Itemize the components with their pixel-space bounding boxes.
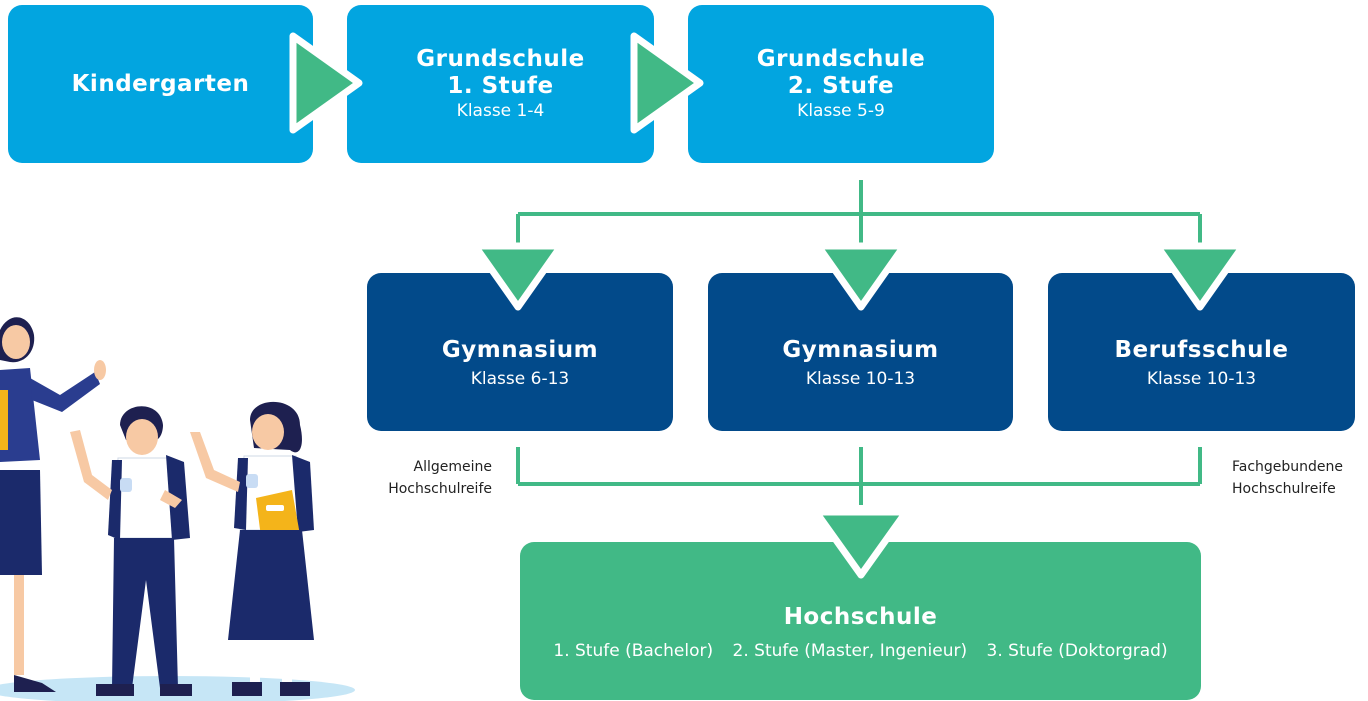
box-grundschule-1: Grundschule 1. Stufe Klasse 1-4: [347, 5, 654, 163]
box-subtitle: Klasse 10-13: [805, 369, 916, 389]
box-kindergarten: Kindergarten: [8, 5, 313, 163]
box-title-line1: Grundschule: [756, 46, 926, 72]
arrow-down-icon: [812, 508, 910, 579]
box-grundschule-2: Grundschule 2. Stufe Klasse 5-9: [688, 5, 994, 163]
note-fachgebundene-hochschulreife: Fachgebundene Hochschulreife: [1232, 456, 1364, 500]
box-subtitle: Klasse 1-4: [456, 101, 545, 121]
box-title-line1: Grundschule: [416, 46, 585, 72]
arrow-right-icon: [289, 32, 363, 134]
teacher-figure: [0, 317, 106, 692]
girl-figure: [190, 401, 314, 696]
box-title: Gymnasium: [782, 337, 939, 363]
note-line: Hochschulreife: [1232, 481, 1336, 497]
box-title: Gymnasium: [441, 337, 599, 363]
note-line: Fachgebundene: [1232, 459, 1344, 475]
boy-figure: [70, 406, 192, 696]
box-subtitle: Klasse 5-9: [797, 101, 885, 121]
box-title: Kindergarten: [71, 70, 250, 97]
box-subtitle: Klasse 6-13: [470, 369, 570, 389]
stage-doktorgrad: 3. Stufe (Doktorgrad): [986, 640, 1168, 661]
box-title: Berufsschule: [1114, 337, 1289, 363]
box-title-line2: 2. Stufe: [787, 73, 895, 99]
note-line: Hochschulreife: [388, 481, 492, 497]
box-title-line2: 1. Stufe: [447, 73, 554, 99]
hochschule-stages: 1. Stufe (Bachelor) 2. Stufe (Master, In…: [546, 640, 1174, 662]
stage-bachelor: 1. Stufe (Bachelor): [553, 640, 714, 661]
box-subtitle: Klasse 10-13: [1146, 369, 1257, 389]
arrow-right-icon: [630, 32, 704, 134]
note-line: Allgemeine: [413, 459, 492, 475]
stage-master: 2. Stufe (Master, Ingenieur): [732, 640, 968, 661]
arrow-down-icon: [471, 242, 565, 311]
box-title: Hochschule: [783, 603, 938, 630]
arrow-down-icon: [1153, 242, 1247, 311]
arrow-down-icon: [814, 242, 908, 311]
note-allgemeine-hochschulreife: Allgemeine Hochschulreife: [372, 456, 492, 500]
